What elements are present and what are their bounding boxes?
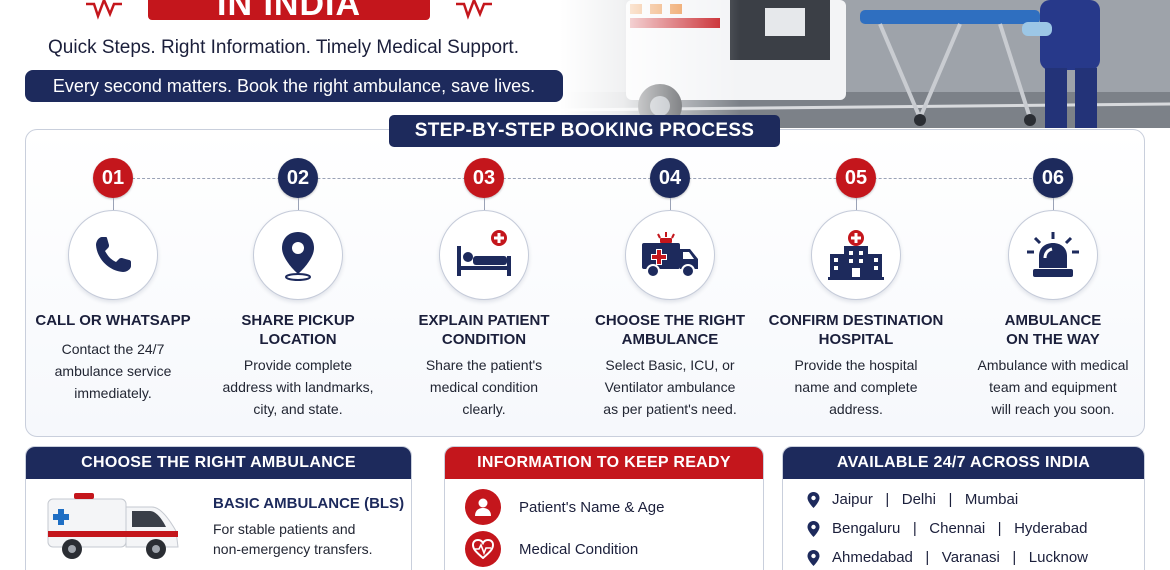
step-title: EXPLAIN PATIENT CONDITION: [418, 312, 550, 348]
city-row: Ahmedabad | Varanasi | Lucknow: [807, 549, 1088, 566]
phone-icon: [96, 237, 131, 272]
ecg-line-icon: [86, 0, 122, 20]
step-number: 04: [650, 158, 690, 198]
patient-bed-icon: [457, 230, 511, 276]
choose-ambulance-card: CHOOSE THE RIGHT AMBULANCE BASIC AMBULAN…: [25, 446, 412, 570]
step-number: 05: [836, 158, 876, 198]
basic-ambulance-image: [47, 493, 179, 559]
step-description: Select Basic, ICU, or Ventilator ambulan…: [603, 357, 737, 417]
step-number: 01: [93, 158, 133, 198]
step-title: CHOOSE THE RIGHT AMBULANCE: [594, 312, 745, 348]
header: IN INDIA Quick Steps. Right Information.…: [0, 0, 1170, 128]
info-item-label: Patient's Name & Age: [519, 498, 665, 516]
photo-fade-overlay: [560, 0, 740, 128]
step-icon-circle: [253, 210, 343, 300]
basic-ambulance-title: BASIC AMBULANCE (BLS): [213, 495, 405, 512]
header-title: IN INDIA: [217, 0, 361, 20]
info-item-patient-name: Patient's Name & Age: [465, 489, 664, 525]
info-item-label: Medical Condition: [519, 540, 639, 558]
step-number: 06: [1033, 158, 1073, 198]
booking-process-title: STEP-BY-STEP BOOKING PROCESS: [389, 115, 780, 147]
location-pin-icon: [807, 491, 820, 508]
step-number: 03: [464, 158, 504, 198]
siren-icon: [1027, 232, 1079, 277]
step-title: CONFIRM DESTINATION HOSPITAL: [768, 312, 944, 348]
city-row: Bengaluru | Chennai | Hyderabad: [807, 520, 1087, 537]
step-tick: [670, 198, 671, 210]
step-icon-circle: [1008, 210, 1098, 300]
availability-card-title: AVAILABLE 24/7 ACROSS INDIA: [783, 447, 1144, 479]
ecg-line-icon: [456, 0, 492, 20]
step-tick: [856, 198, 857, 210]
info-item-medical-condition: Medical Condition: [465, 531, 638, 567]
city-list: Bengaluru | Chennai | Hyderabad: [832, 520, 1088, 537]
ambulance-icon: [642, 232, 698, 278]
user-icon: [465, 489, 501, 525]
step-description: Provide the hospital name and complete a…: [794, 357, 918, 417]
city-list: Ahmedabad | Varanasi | Lucknow: [832, 549, 1088, 566]
header-title-pill: IN INDIA: [148, 0, 430, 20]
choose-ambulance-card-title: CHOOSE THE RIGHT AMBULANCE: [26, 447, 411, 479]
step-icon-circle: [625, 210, 715, 300]
step-icon-circle: [68, 210, 158, 300]
info-ready-card-title: INFORMATION TO KEEP READY: [445, 447, 763, 479]
basic-ambulance-description: For stable patients and non-emergency tr…: [213, 521, 373, 557]
booking-process-panel: [25, 129, 1145, 437]
location-pin-icon: [807, 520, 820, 537]
city-row: Jaipur | Delhi | Mumbai: [807, 491, 1018, 508]
step-tick: [1053, 198, 1054, 210]
step-description: Ambulance with medical team and equipmen…: [977, 357, 1129, 417]
city-list: Jaipur | Delhi | Mumbai: [832, 491, 1019, 508]
step-title: AMBULANCE ON THE WAY: [1004, 312, 1102, 348]
step-tick: [484, 198, 485, 210]
step-description: Share the patient's medical condition cl…: [425, 357, 543, 417]
heart-pulse-icon: [465, 531, 501, 567]
step-tick: [113, 198, 114, 210]
step-number: 02: [278, 158, 318, 198]
step-description: Provide complete address with landmarks,…: [222, 357, 374, 417]
step-description: Contact the 24/7 ambulance service immed…: [54, 341, 172, 401]
availability-card: AVAILABLE 24/7 ACROSS INDIA Jaipur | Del…: [782, 446, 1145, 570]
tagline: Quick Steps. Right Information. Timely M…: [48, 37, 519, 58]
step-icon-circle: [439, 210, 529, 300]
urgency-banner: Every second matters. Book the right amb…: [25, 70, 563, 102]
step-title: SHARE PICKUP LOCATION: [241, 312, 355, 348]
steps-connector-line: [112, 178, 1052, 179]
step-title: CALL OR WHATSAPP: [35, 312, 191, 329]
info-ready-card: INFORMATION TO KEEP READY Patient's Name…: [444, 446, 764, 570]
location-pin-icon: [807, 549, 820, 566]
location-pin-icon: [282, 232, 314, 281]
hospital-icon: [828, 230, 884, 280]
step-tick: [298, 198, 299, 210]
step-icon-circle: [811, 210, 901, 300]
